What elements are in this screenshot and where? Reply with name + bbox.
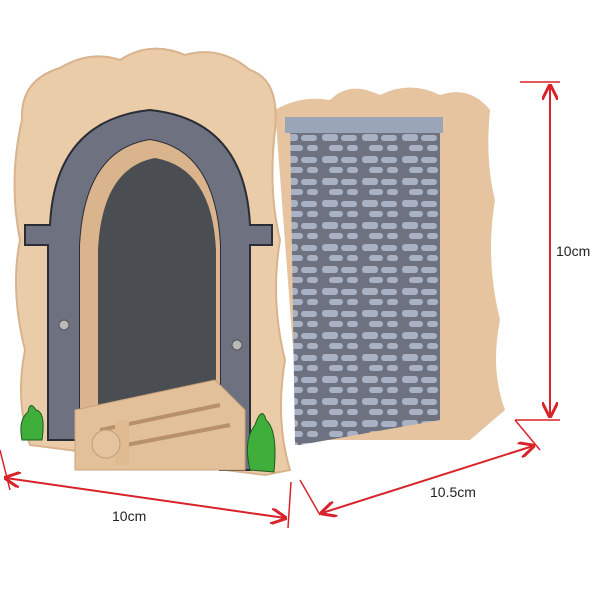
bush-left	[20, 405, 44, 441]
screw	[231, 339, 243, 351]
track-connector-peg	[115, 420, 129, 465]
width-label: 10cm	[112, 508, 147, 524]
screw	[58, 319, 70, 331]
depth-label: 10.5cm	[430, 484, 476, 500]
roof-edge	[285, 117, 443, 133]
tunnel-interior	[98, 158, 216, 420]
width-dimension-line	[6, 478, 285, 518]
bush-right	[246, 413, 276, 473]
height-label: 10cm	[556, 243, 591, 259]
depth-dimension-line	[322, 446, 533, 513]
stone-wall	[290, 120, 440, 445]
